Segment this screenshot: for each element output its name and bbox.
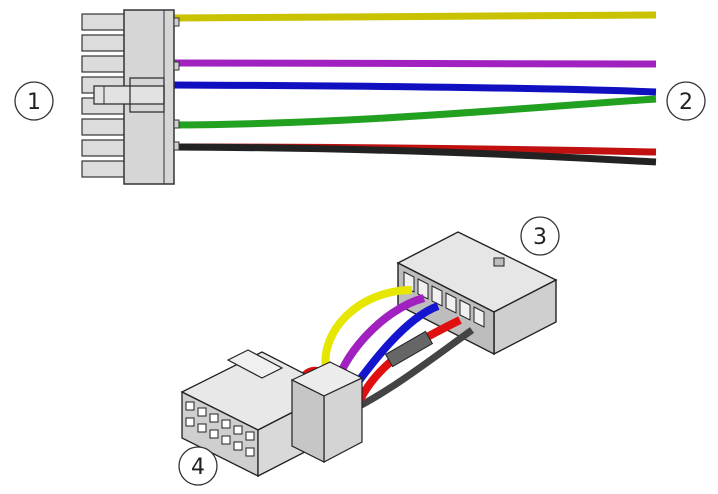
callout-3-label: 3 (533, 225, 547, 250)
top-wires (171, 11, 657, 166)
callout-1-label: 1 (27, 90, 41, 115)
top-black-wire (171, 143, 657, 166)
top-blue-wire (171, 81, 657, 96)
callout-4: 4 (178, 446, 218, 486)
callout-4-label: 4 (191, 455, 205, 480)
callout-3: 3 (520, 216, 560, 256)
top-purple-wire (171, 59, 657, 68)
heat-shrink-sleeve (384, 330, 434, 368)
top-yellow-wire (171, 11, 657, 22)
callout-2-label: 2 (679, 90, 693, 115)
top-green-wire (171, 95, 657, 129)
adapter-yellow-wire (321, 286, 413, 371)
callout-2: 2 (666, 81, 706, 121)
adapter-assembly (180, 231, 558, 478)
top-connector-assembly (81, 9, 657, 185)
callout-1: 1 (14, 81, 54, 121)
adapter-left-connector (180, 349, 364, 478)
top-connector-body (81, 9, 180, 185)
